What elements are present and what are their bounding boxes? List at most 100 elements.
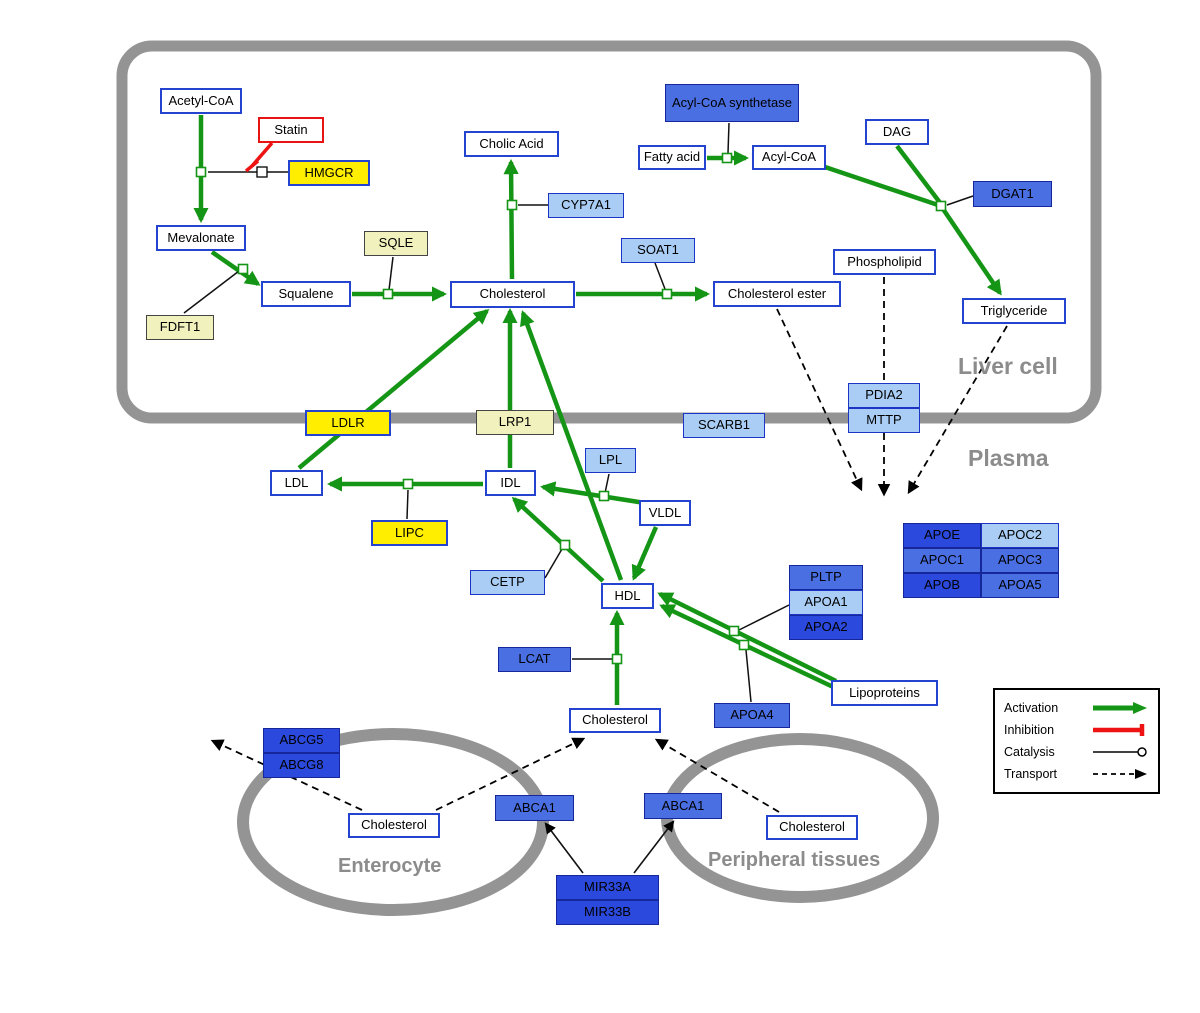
node-mir33a[interactable]: MIR33A bbox=[556, 875, 659, 900]
catalysis-dgat1 bbox=[946, 195, 974, 206]
edge-mevalonate-squalene bbox=[210, 250, 261, 286]
edge-mir33-abca1-peripheral bbox=[633, 820, 675, 874]
node-lipoproteins[interactable]: Lipoproteins bbox=[831, 680, 938, 706]
edge-mir33-abca1-enterocyte bbox=[544, 822, 584, 874]
node-acyl-coa[interactable]: Acyl-CoA bbox=[752, 145, 826, 170]
node-cholesterol-enterocyte[interactable]: Cholesterol bbox=[348, 813, 440, 838]
node-cetp[interactable]: CETP bbox=[470, 570, 545, 595]
liver-cell-label: Liver cell bbox=[958, 353, 1058, 379]
edge-acylcoa-dgat-junction bbox=[821, 163, 942, 209]
node-pltp[interactable]: PLTP bbox=[789, 565, 863, 590]
node-hmgcr[interactable]: HMGCR bbox=[288, 160, 370, 186]
transport-triglyceride-plasma bbox=[907, 325, 1008, 495]
node-mttp[interactable]: MTTP bbox=[848, 408, 920, 433]
activation-arrow-icon bbox=[1093, 702, 1147, 714]
legend: Activation Inhibition Catalysis Transpor… bbox=[993, 688, 1160, 794]
node-apoa5[interactable]: APOA5 bbox=[981, 573, 1059, 598]
legend-inhibition-label: Inhibition bbox=[1004, 723, 1055, 737]
node-apoc3[interactable]: APOC3 bbox=[981, 548, 1059, 573]
node-mevalonate[interactable]: Mevalonate bbox=[156, 225, 246, 251]
node-abcg8[interactable]: ABCG8 bbox=[263, 753, 340, 778]
mir33-edges bbox=[544, 820, 675, 874]
edge-vldl-hdl bbox=[631, 526, 659, 581]
legend-inhibition: Inhibition bbox=[1004, 719, 1149, 741]
node-hdl[interactable]: HDL bbox=[601, 583, 654, 609]
node-dgat1[interactable]: DGAT1 bbox=[973, 181, 1052, 207]
legend-transport-label: Transport bbox=[1004, 767, 1058, 781]
node-acetyl-coa[interactable]: Acetyl-CoA bbox=[160, 88, 242, 114]
edge-hdl-idl-cetp bbox=[511, 496, 605, 583]
edge-lipoproteins-hdl-lower bbox=[659, 603, 849, 697]
node-soat1[interactable]: SOAT1 bbox=[621, 238, 695, 263]
node-ldlr[interactable]: LDLR bbox=[305, 410, 391, 436]
transport-cholesterol-abcg5g8 bbox=[210, 739, 363, 811]
node-mir33b[interactable]: MIR33B bbox=[556, 900, 659, 925]
node-fatty-acid[interactable]: Fatty acid bbox=[638, 145, 706, 170]
node-lcat[interactable]: LCAT bbox=[498, 647, 571, 672]
node-lrp1[interactable]: LRP1 bbox=[476, 410, 554, 435]
node-apoa4[interactable]: APOA4 bbox=[714, 703, 790, 728]
node-abca1-enterocyte[interactable]: ABCA1 bbox=[495, 795, 574, 821]
inhibition-tbar-icon bbox=[1093, 724, 1145, 736]
node-phospholipid[interactable]: Phospholipid bbox=[833, 249, 936, 275]
edge-lipoproteins-hdl-upper bbox=[657, 591, 837, 684]
catalysis-apoa-group bbox=[738, 604, 790, 631]
node-triglyceride[interactable]: Triglyceride bbox=[962, 298, 1066, 324]
inhibition-statin-tbar bbox=[244, 159, 260, 173]
membranes bbox=[116, 40, 1102, 916]
node-lipc[interactable]: LIPC bbox=[371, 520, 448, 546]
node-fdft1[interactable]: FDFT1 bbox=[146, 315, 214, 340]
node-lpl[interactable]: LPL bbox=[585, 448, 636, 473]
node-squalene[interactable]: Squalene bbox=[261, 281, 351, 307]
node-cholic-acid[interactable]: Cholic Acid bbox=[464, 131, 559, 157]
node-apoc2[interactable]: APOC2 bbox=[981, 523, 1059, 548]
catalysis-cetp bbox=[544, 548, 563, 579]
catalysis-port-hmgcr bbox=[256, 166, 268, 178]
node-cholesterol-peripheral[interactable]: Cholesterol bbox=[766, 815, 858, 840]
node-pdia2[interactable]: PDIA2 bbox=[848, 383, 920, 408]
node-statin[interactable]: Statin bbox=[258, 117, 324, 143]
edge-hdl-cholesterol-liver bbox=[520, 310, 624, 581]
node-sqle[interactable]: SQLE bbox=[364, 231, 428, 256]
catalysis-apoa4 bbox=[745, 649, 752, 703]
catalysis-lipc bbox=[406, 489, 409, 520]
node-apoa2[interactable]: APOA2 bbox=[789, 615, 863, 640]
node-idl[interactable]: IDL bbox=[485, 470, 536, 496]
node-apob[interactable]: APOB bbox=[903, 573, 981, 598]
reaction-nodes bbox=[195, 152, 947, 665]
legend-catalysis-label: Catalysis bbox=[1004, 745, 1055, 759]
node-cholesterol-plasma[interactable]: Cholesterol bbox=[569, 708, 661, 733]
edge-dag-dgat-junction bbox=[895, 144, 943, 206]
legend-activation: Activation bbox=[1004, 697, 1149, 719]
plasma-label: Plasma bbox=[968, 445, 1049, 471]
node-cholesterol-ester[interactable]: Cholesterol ester bbox=[713, 281, 841, 307]
node-acyl-coa-synthetase[interactable]: Acyl-CoA synthetase bbox=[665, 84, 799, 122]
inhibition-edge bbox=[244, 141, 274, 173]
node-vldl[interactable]: VLDL bbox=[639, 500, 691, 526]
node-scarb1[interactable]: SCARB1 bbox=[683, 413, 765, 438]
node-apoc1[interactable]: APOC1 bbox=[903, 548, 981, 573]
liver-cell-membrane bbox=[116, 40, 1102, 424]
edge-cholesterol-cholicacid bbox=[503, 158, 519, 280]
enterocyte-membrane bbox=[237, 728, 549, 916]
node-abca1-peripheral[interactable]: ABCA1 bbox=[644, 793, 722, 819]
catalysis-soat1 bbox=[654, 262, 666, 290]
edge-ldl-ldlr-cholesterol bbox=[297, 309, 490, 470]
node-cholesterol-liver[interactable]: Cholesterol bbox=[450, 281, 575, 308]
legend-catalysis: Catalysis bbox=[1004, 741, 1149, 763]
node-abcg5[interactable]: ABCG5 bbox=[263, 728, 340, 753]
edge-dgat-junction-triglyceride bbox=[939, 204, 1002, 296]
transport-enterocyte-cholesterol-plasma bbox=[435, 737, 586, 811]
catalysis-circle-icon bbox=[1093, 747, 1147, 757]
activation-edges bbox=[193, 115, 1002, 705]
node-apoa1[interactable]: APOA1 bbox=[789, 590, 863, 615]
node-dag[interactable]: DAG bbox=[865, 119, 929, 145]
catalysis-edges bbox=[183, 122, 974, 703]
node-ldl[interactable]: LDL bbox=[270, 470, 323, 496]
transport-dashed-arrow-icon bbox=[1093, 769, 1147, 779]
node-apoe[interactable]: APOE bbox=[903, 523, 981, 548]
catalysis-fdft1 bbox=[183, 270, 240, 314]
node-cyp7a1[interactable]: CYP7A1 bbox=[548, 193, 624, 218]
